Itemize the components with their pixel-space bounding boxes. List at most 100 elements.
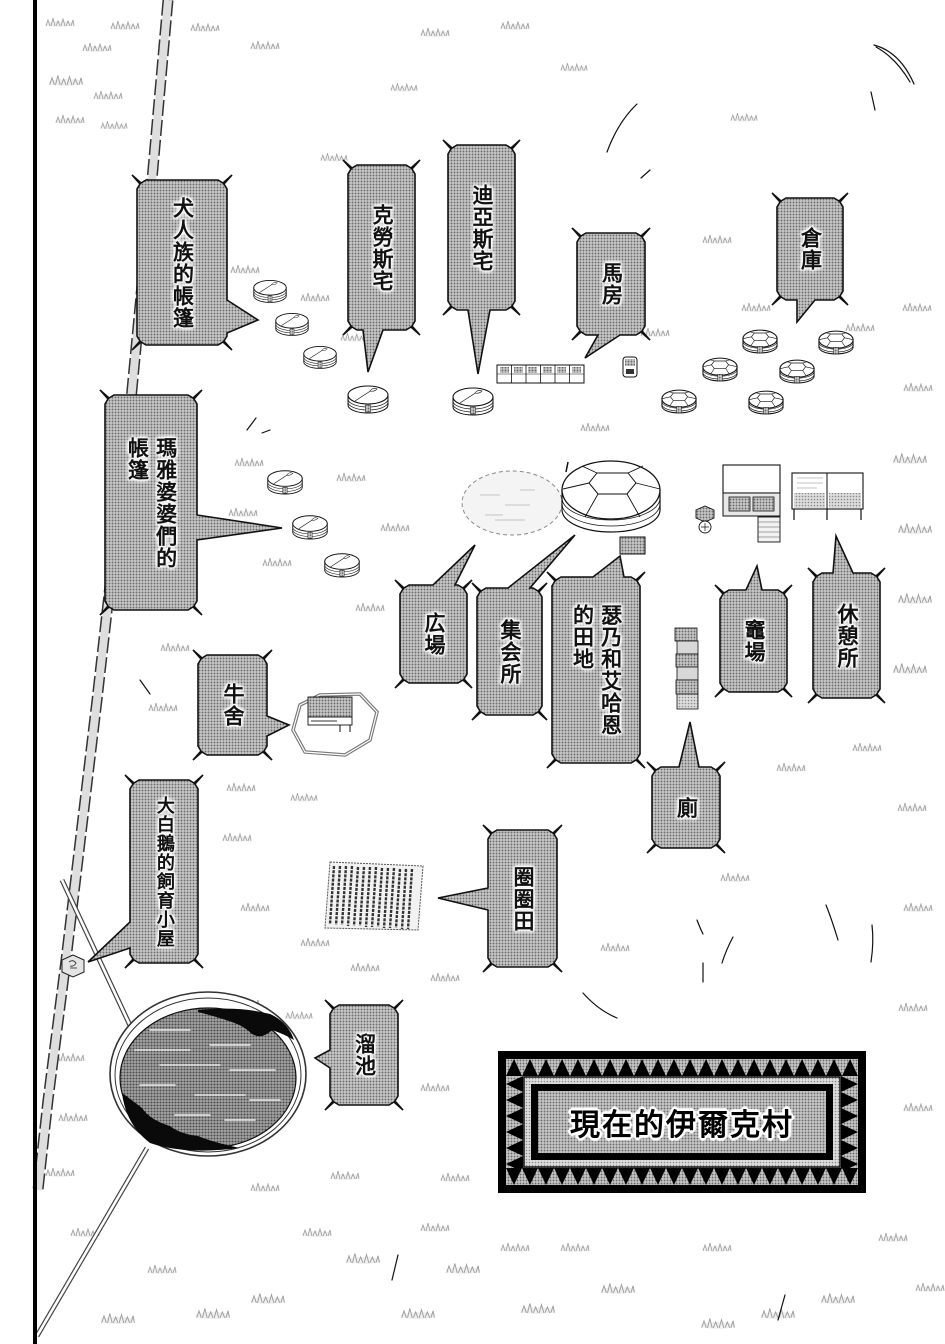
kitchen-building bbox=[722, 464, 781, 543]
grass-tuft bbox=[701, 234, 733, 244]
grass-tuft bbox=[600, 942, 630, 952]
wind-stroke bbox=[391, 1254, 399, 1281]
wind-stroke bbox=[721, 936, 734, 964]
grass-tuft bbox=[891, 662, 929, 674]
bubble-klaus-house bbox=[342, 159, 421, 373]
label-pond: 溜池 bbox=[330, 1005, 398, 1105]
grass-tuft bbox=[350, 962, 380, 972]
yurt-icon bbox=[661, 389, 697, 414]
grass-tuft bbox=[390, 82, 418, 92]
label-line: 竈場 bbox=[742, 619, 767, 663]
grass-tuft bbox=[500, 1242, 530, 1252]
grass-tuft bbox=[740, 302, 772, 312]
wind-stroke bbox=[870, 924, 874, 963]
grass-tuft bbox=[560, 62, 588, 72]
label-plaza: 広場 bbox=[400, 585, 467, 683]
bubble-goose-hut bbox=[87, 774, 204, 969]
wind-stroke bbox=[582, 992, 618, 1019]
tent-icon bbox=[267, 470, 303, 495]
field-plot-icon bbox=[619, 536, 646, 555]
wind-stroke bbox=[606, 103, 638, 153]
grass-tuft bbox=[100, 1313, 136, 1324]
label-cowshed: 牛舍 bbox=[198, 655, 267, 755]
label-rest-house: 休憩所 bbox=[813, 573, 880, 698]
sawtooth-border-right bbox=[841, 1076, 858, 1168]
bubble-pond bbox=[313, 999, 404, 1111]
bubble-circle-field bbox=[437, 824, 563, 973]
grass-tuft bbox=[335, 472, 367, 482]
label-text: 大白鵝的飼育小屋 bbox=[153, 795, 175, 948]
wind-stroke bbox=[139, 679, 151, 695]
grass-tuft bbox=[845, 322, 875, 332]
title-banner: 現在的伊爾克村 bbox=[570, 1108, 794, 1143]
wind-stroke bbox=[870, 91, 876, 111]
label-line: 馬房 bbox=[599, 262, 624, 306]
grass-tuft bbox=[902, 382, 934, 392]
tent-icon bbox=[324, 553, 360, 578]
grass-tuft bbox=[45, 1167, 75, 1177]
label-line: 牛舍 bbox=[221, 683, 246, 727]
wind-stroke bbox=[261, 429, 271, 434]
bubble-warehouse bbox=[771, 192, 849, 325]
label-circle-field: 圈圈田 bbox=[488, 830, 557, 967]
label-text: 圈圈田 bbox=[511, 865, 536, 932]
yurt-icon bbox=[779, 359, 815, 384]
grass-tuft bbox=[250, 40, 280, 50]
striped-field bbox=[324, 861, 424, 931]
grass-tuft bbox=[55, 114, 85, 124]
grass-tuft bbox=[262, 557, 292, 567]
label-text: 犬人族的帳篷 bbox=[170, 197, 195, 329]
label-line: 休憩所 bbox=[835, 602, 860, 669]
grass-tuft bbox=[301, 1227, 333, 1237]
grass-tuft bbox=[190, 22, 220, 32]
grass-tuft bbox=[915, 1282, 945, 1292]
dog-folk-tents bbox=[253, 279, 337, 369]
grass-tuft bbox=[420, 1222, 450, 1232]
label-line: 廁 bbox=[674, 796, 699, 819]
grass-tuft bbox=[233, 457, 265, 467]
rest-house-building bbox=[791, 472, 864, 520]
bubble-assembly-hall bbox=[471, 534, 576, 721]
grass-tuft bbox=[300, 937, 330, 947]
label-stable: 馬房 bbox=[577, 233, 645, 335]
label-line: 瑪雅婆婆們的 bbox=[153, 436, 178, 569]
grass-tuft bbox=[720, 872, 750, 882]
grass-tuft bbox=[897, 1002, 929, 1012]
label-line: 大白鵝的飼育小屋 bbox=[153, 795, 175, 948]
label-toilet: 廁 bbox=[652, 767, 720, 848]
grass-tuft bbox=[440, 1172, 470, 1182]
label-line: 圈圈田 bbox=[511, 865, 536, 932]
assembly-hall-yurt bbox=[561, 460, 661, 533]
label-line: 帳篷 bbox=[125, 436, 150, 481]
grass-tuft bbox=[300, 292, 330, 302]
grass-tuft bbox=[520, 1303, 556, 1314]
label-klaus-house: 克勞斯宅 bbox=[348, 165, 415, 330]
grass-tuft bbox=[896, 522, 934, 534]
grass-tuft bbox=[81, 42, 113, 52]
grass-tuft bbox=[701, 1242, 733, 1252]
label-text: 瑟乃和艾哈恩 的田地 bbox=[570, 604, 623, 736]
plaza-area bbox=[461, 470, 563, 536]
label-warehouse: 倉庫 bbox=[777, 198, 843, 300]
pond bbox=[109, 991, 307, 1157]
tent-icon bbox=[303, 345, 337, 369]
label-text: 克勞斯宅 bbox=[370, 204, 394, 292]
grass-tuft bbox=[420, 1082, 450, 1092]
bubble-dog-folk-tents bbox=[131, 174, 260, 351]
grass-tuft bbox=[355, 602, 385, 612]
label-text: 迪亞斯宅 bbox=[470, 184, 494, 272]
wind-stroke bbox=[873, 44, 915, 85]
yurt-icon bbox=[742, 329, 778, 354]
panel-border bbox=[33, 0, 37, 1344]
grass-tuft bbox=[290, 792, 318, 802]
grass-tuft bbox=[730, 112, 758, 122]
label-field: 瑟乃和艾哈恩 的田地 bbox=[552, 577, 640, 763]
bubble-cowshed bbox=[192, 649, 291, 761]
grass-tuft bbox=[580, 422, 610, 432]
label-text: 溜池 bbox=[352, 1033, 377, 1077]
grass-tuft bbox=[902, 902, 934, 912]
sawtooth-border-left bbox=[506, 1076, 523, 1168]
label-line: 溜池 bbox=[352, 1033, 377, 1077]
grass-tuft bbox=[420, 27, 450, 37]
